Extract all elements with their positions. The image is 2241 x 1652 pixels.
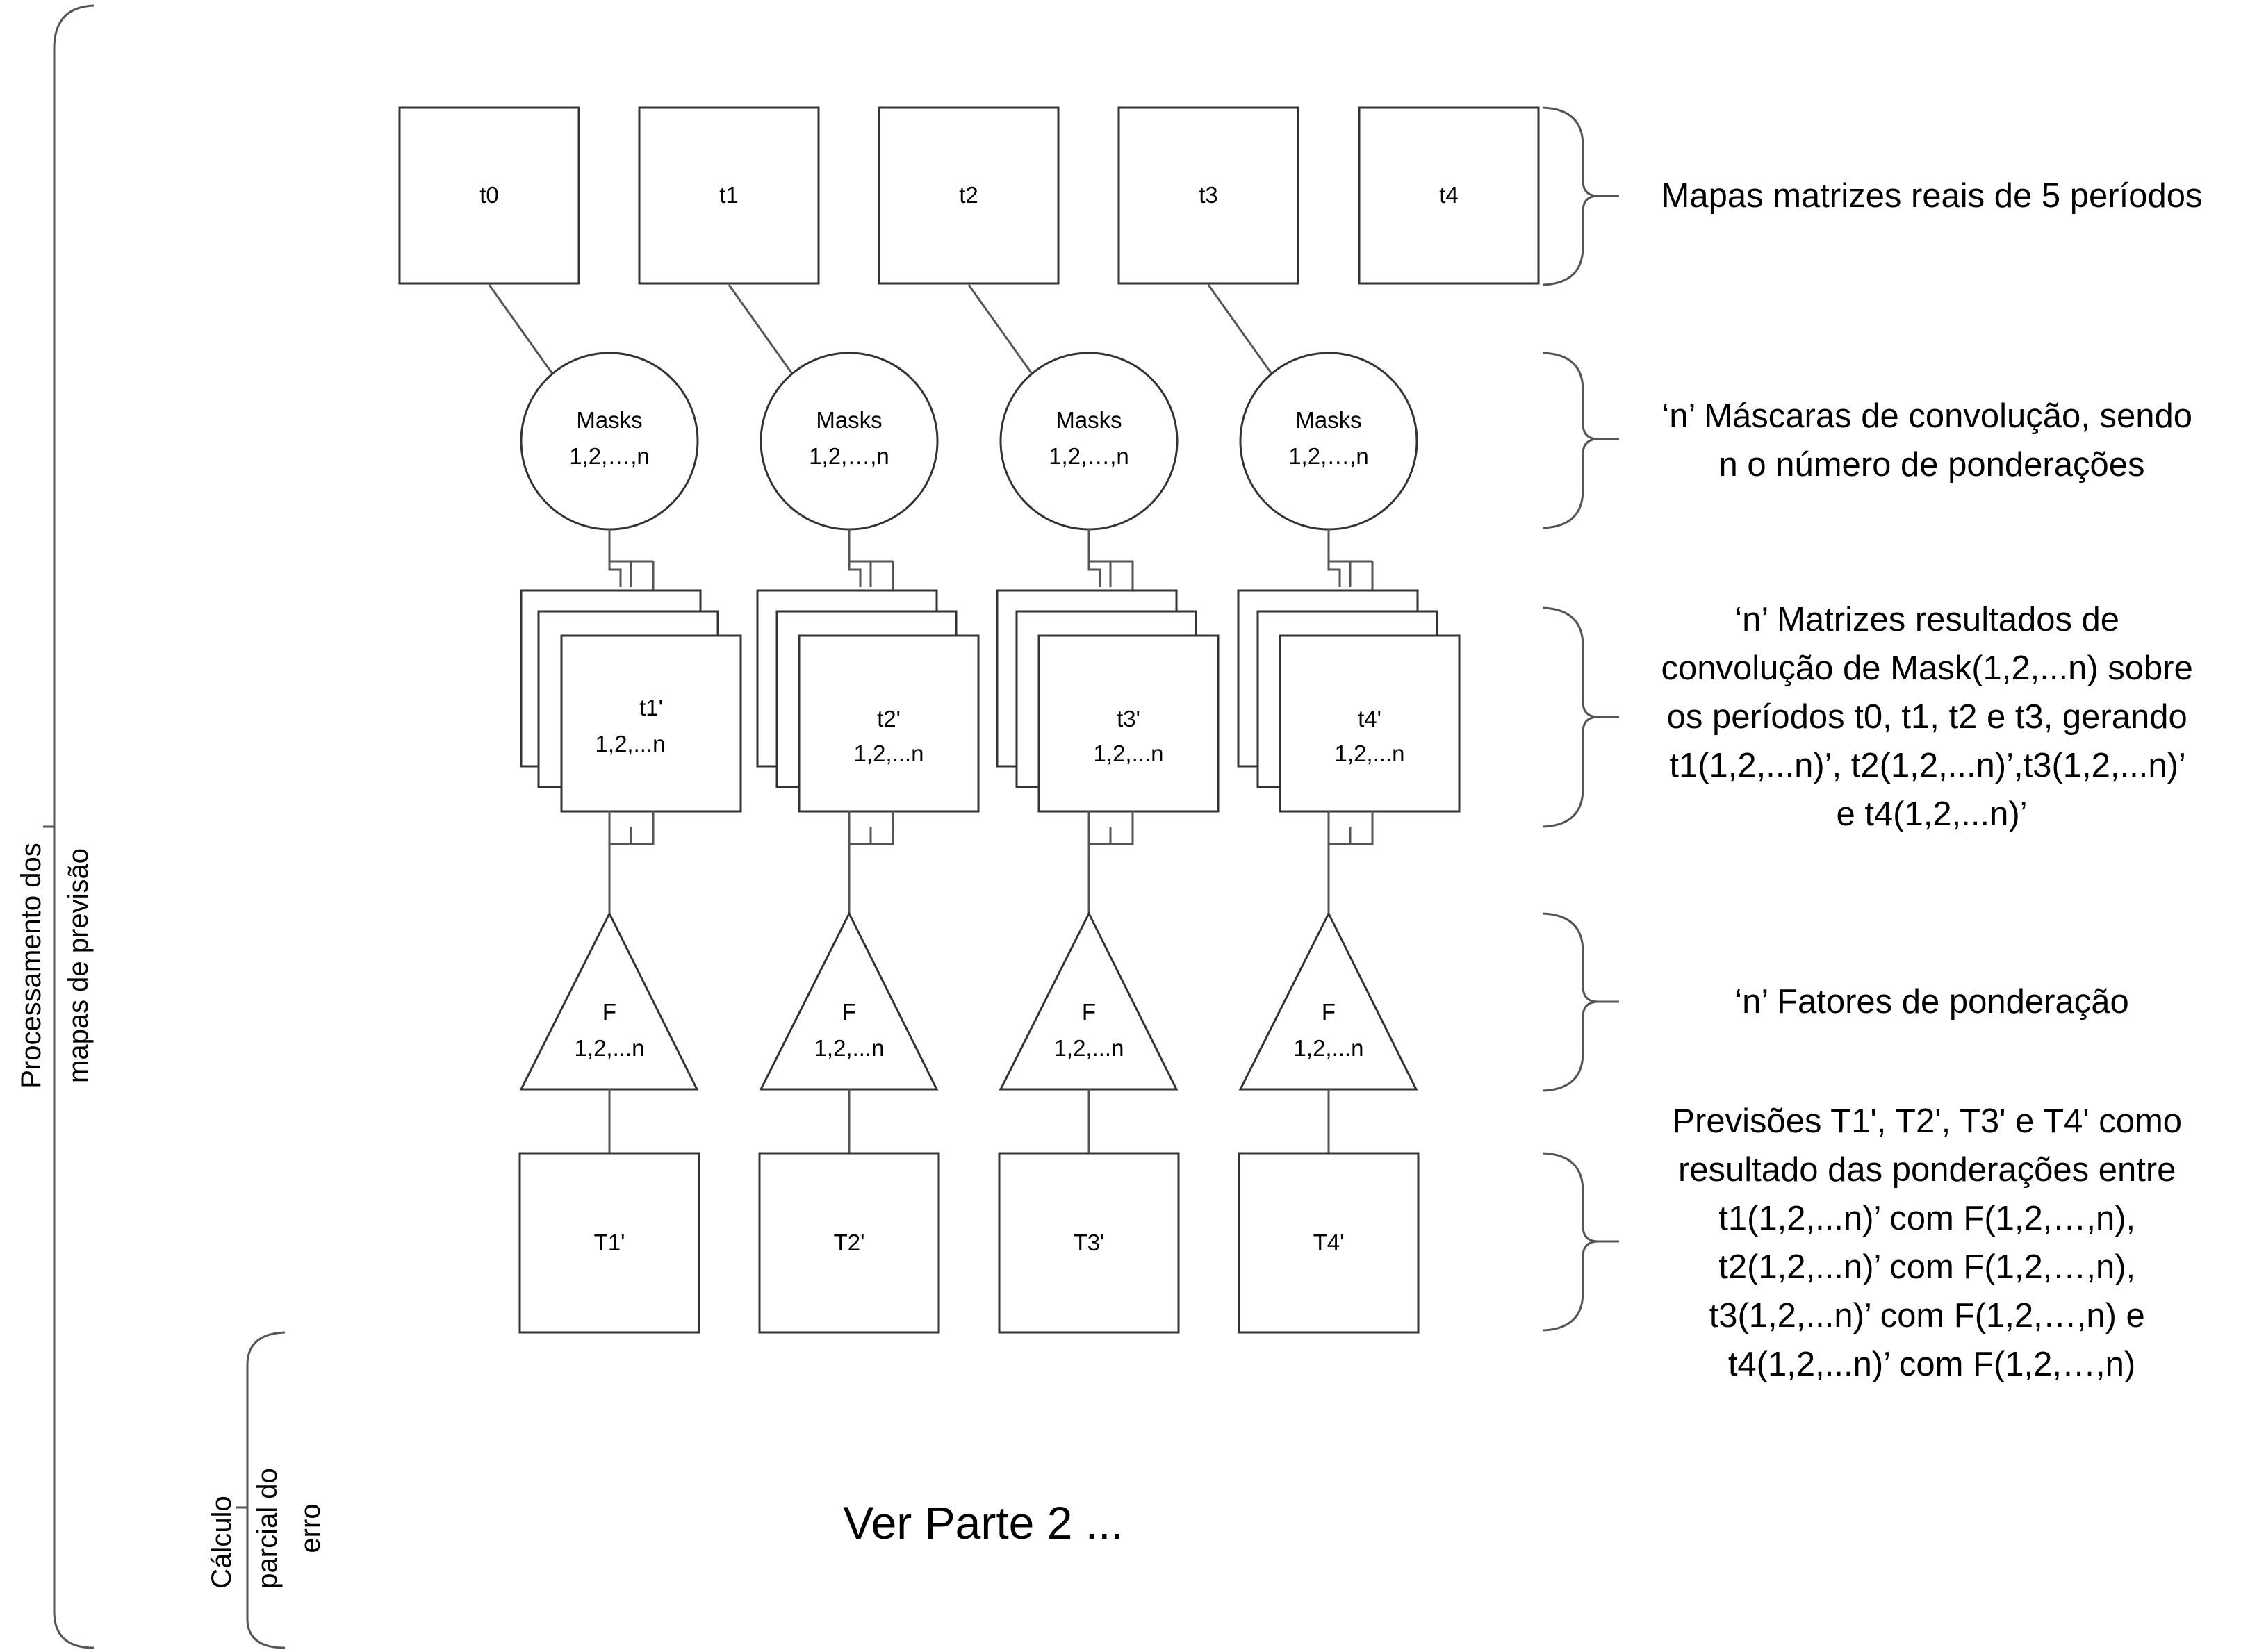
svg-text:1,2,...n: 1,2,...n (814, 1035, 885, 1061)
svg-text:1,2,…,n: 1,2,…,n (569, 443, 650, 469)
svg-text:1,2,…,n: 1,2,…,n (1288, 443, 1369, 469)
svg-text:1,2,...n: 1,2,...n (575, 1035, 645, 1061)
svg-text:1,2,...n: 1,2,...n (1094, 741, 1164, 766)
matrix-stack-front (1279, 634, 1461, 813)
svg-text:Masks: Masks (1056, 407, 1122, 433)
period-box: t2 (878, 106, 1060, 285)
mask-branches (1087, 529, 1134, 636)
period-box: t0 (398, 106, 580, 285)
svg-text:erro: erro (295, 1503, 326, 1553)
svg-text:1,2,…,n: 1,2,…,n (1049, 443, 1129, 469)
svg-text:T4': T4' (1313, 1230, 1345, 1255)
period-box: t1 (638, 106, 820, 285)
mask-circle (999, 352, 1179, 531)
desc-masks: ‘n’ Máscaras de convolução, sendo n o nú… (1661, 397, 2201, 484)
svg-text:T3': T3' (1074, 1230, 1105, 1255)
matrix-branches (1327, 811, 1374, 914)
brace-periods (1542, 106, 1619, 286)
svg-text:t3': t3' (1117, 706, 1140, 732)
period-box: t4 (1358, 106, 1540, 285)
mask-branches (1327, 529, 1374, 636)
svg-text:1,2,...n: 1,2,...n (1335, 741, 1405, 766)
svg-text:1,2,...n: 1,2,...n (854, 741, 924, 766)
footer-text: Ver Parte 2 ... (843, 1497, 1124, 1548)
pipeline-column-1: Masks 1,2,…,n t1' 1,2,...n F 1,2,...n T1… (488, 284, 742, 1334)
svg-text:t4: t4 (1439, 182, 1459, 208)
error-label-left: Cálculo (206, 1496, 237, 1588)
error-label-right: parcial do erro (252, 1468, 326, 1588)
prediction-box (758, 1152, 940, 1334)
svg-text:t4': t4' (1358, 706, 1381, 732)
prediction-box (1238, 1152, 1420, 1334)
prediction-box (518, 1152, 700, 1334)
brace-masks (1542, 352, 1619, 529)
matrix-branches (848, 811, 894, 914)
svg-text:F: F (602, 999, 616, 1025)
desc-factors: ‘n’ Fatores de ponderação (1734, 983, 2129, 1021)
svg-text:1,2,…,n: 1,2,…,n (809, 443, 889, 469)
svg-text:parcial do: parcial do (252, 1468, 283, 1588)
svg-text:1,2,...n: 1,2,...n (596, 731, 666, 757)
svg-text:t1': t1' (639, 695, 663, 720)
period-box: t3 (1117, 106, 1299, 285)
svg-text:Masks: Masks (1295, 407, 1361, 433)
mask-branches (848, 529, 894, 636)
connector-line (1207, 284, 1273, 374)
svg-text:F: F (1322, 999, 1336, 1025)
connector-line (967, 284, 1033, 374)
error-brace (246, 1331, 286, 1649)
mask-circle (1239, 352, 1418, 531)
svg-text:Masks: Masks (576, 407, 642, 433)
matrix-stack-front (560, 634, 742, 813)
processing-label-line1: Processamento dos (16, 843, 47, 1089)
connector-line (728, 284, 794, 374)
svg-text:t2': t2' (877, 706, 901, 732)
brace-factors (1542, 912, 1619, 1092)
processing-label-line2: mapas de previsão (63, 848, 94, 1083)
svg-text:1,2,...n: 1,2,...n (1054, 1035, 1124, 1061)
matrix-branches (1087, 811, 1134, 914)
svg-text:T1': T1' (594, 1230, 625, 1255)
svg-text:F: F (842, 999, 856, 1025)
pipeline-column-4: Masks 1,2,…,n t4' 1,2,...n F 1,2,...n T4… (1207, 284, 1461, 1334)
svg-text:t2: t2 (959, 182, 978, 208)
matrix-stack-front (798, 634, 980, 813)
prediction-box (998, 1152, 1180, 1334)
connector-line (488, 284, 554, 374)
processing-label: Processamento dos mapas de previsão (16, 843, 94, 1089)
svg-text:t1: t1 (719, 182, 739, 208)
svg-text:t0: t0 (479, 182, 499, 208)
processing-brace (53, 4, 95, 1649)
brace-predictions (1542, 1152, 1619, 1332)
desc-periods: Mapas matrizes reais de 5 períodos (1661, 177, 2203, 215)
mask-branches (608, 529, 655, 636)
svg-text:T2': T2' (834, 1230, 865, 1255)
periods-row: t0 t1 t2 t3 t4 (398, 106, 1540, 285)
mask-circle (520, 352, 699, 531)
desc-matrices: ‘n’ Matrizes resultados de convolução de… (1661, 601, 2203, 833)
mask-circle (760, 352, 939, 531)
desc-predictions: Previsões T1', T2', T3' e T4' como resul… (1672, 1102, 2191, 1383)
svg-text:1,2,...n: 1,2,...n (1294, 1035, 1364, 1061)
brace-matrices (1542, 606, 1619, 828)
pipeline-column-3: Masks 1,2,…,n t3' 1,2,...n F 1,2,...n T3… (967, 284, 1220, 1334)
matrix-stack-front (1037, 634, 1220, 813)
matrix-branches (608, 811, 655, 914)
svg-text:t3: t3 (1199, 182, 1218, 208)
svg-text:F: F (1082, 999, 1096, 1025)
svg-text:Cálculo: Cálculo (206, 1496, 237, 1588)
pipeline-column-2: Masks 1,2,…,n t2' 1,2,...n F 1,2,...n T2… (728, 284, 980, 1334)
svg-text:Masks: Masks (816, 407, 882, 433)
